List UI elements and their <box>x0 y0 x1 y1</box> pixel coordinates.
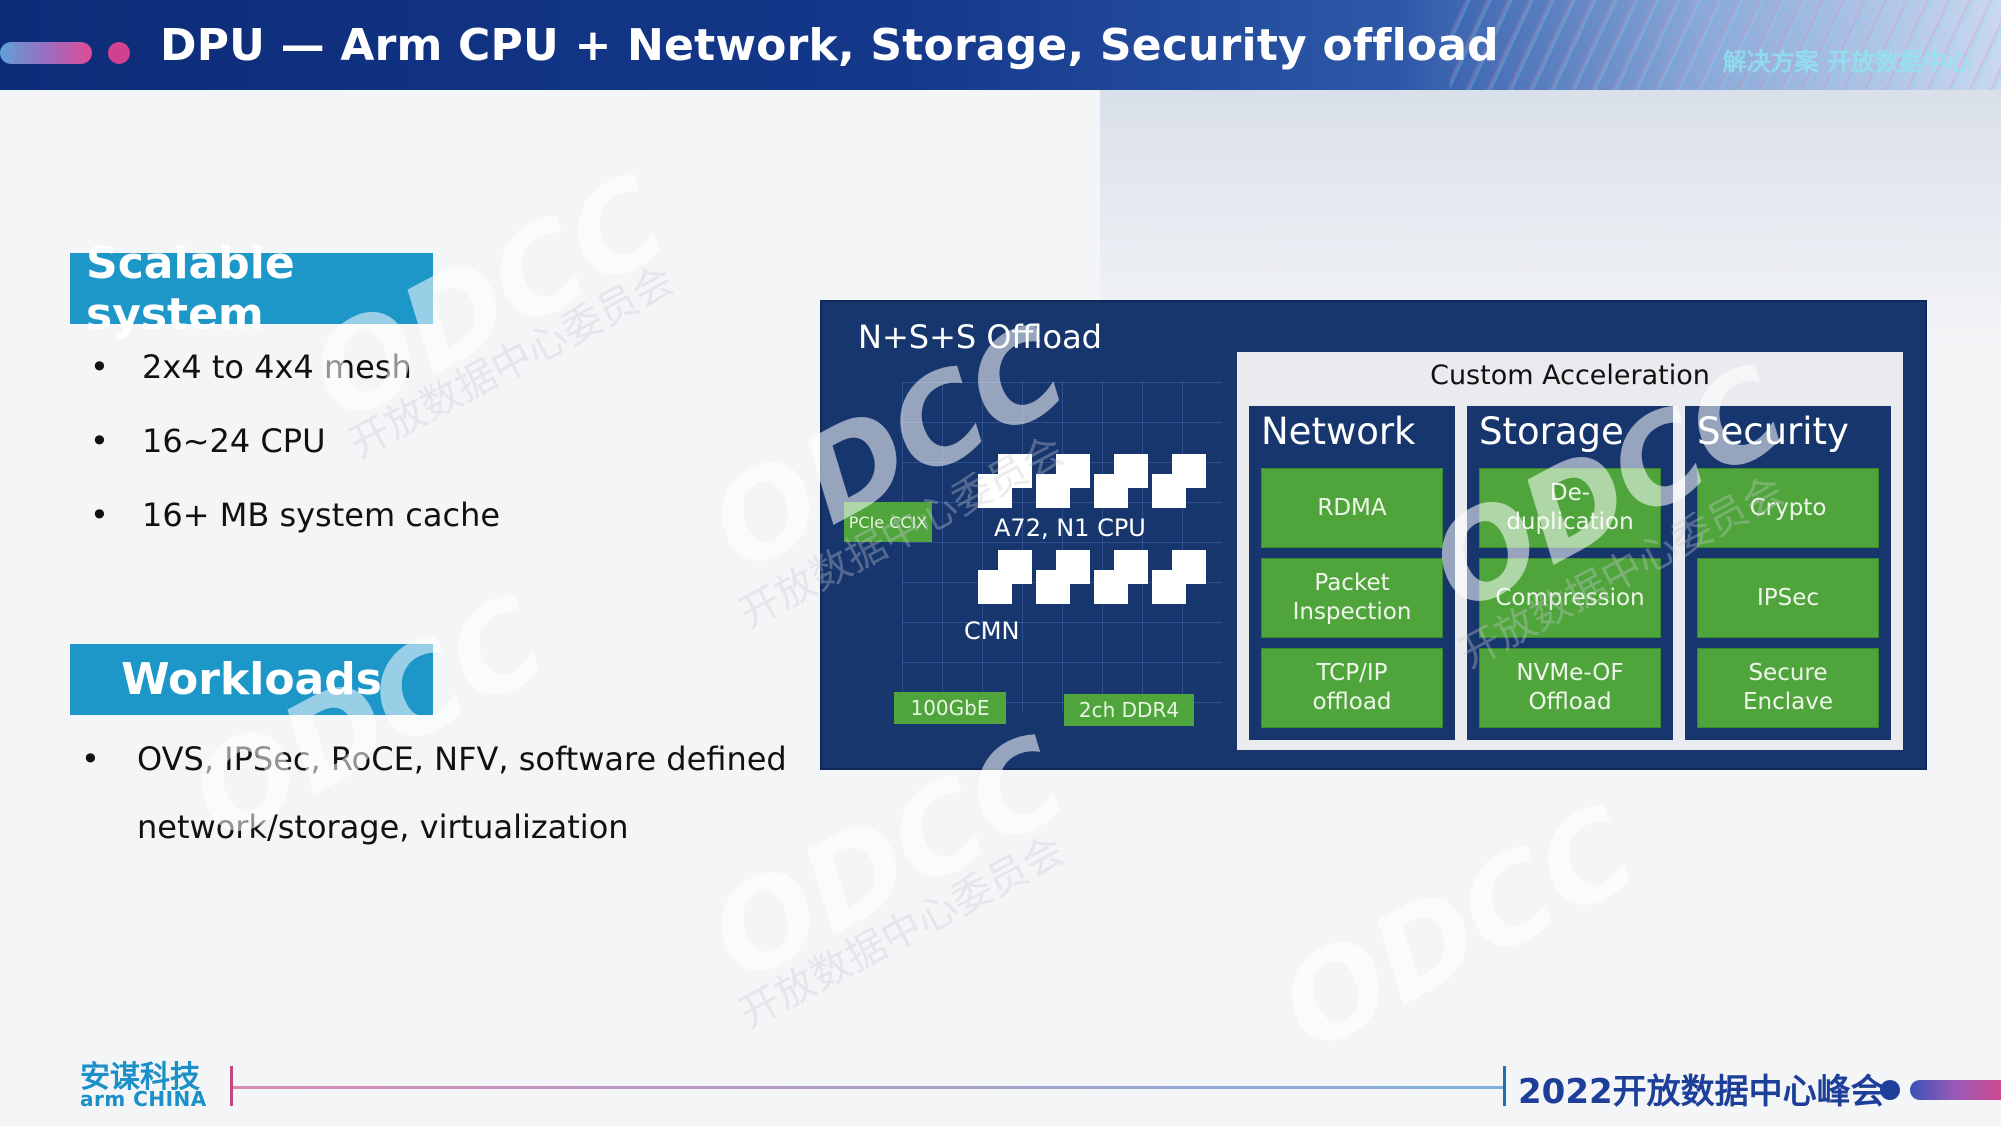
custom-acceleration-panel: Custom Acceleration Network RDMA Packet … <box>1237 352 1903 750</box>
column-title: Storage <box>1479 410 1624 453</box>
bullet-dot: • <box>90 496 109 534</box>
cpu-core-square <box>978 474 1012 508</box>
bullet-text: 16~24 CPU <box>142 422 326 460</box>
odcc-watermark: ODCC <box>1259 779 1659 1080</box>
cpu-core-square <box>1036 474 1070 508</box>
accel-block: Packet Inspection <box>1261 558 1443 638</box>
bullet-dot: • <box>90 348 109 386</box>
bullet-text: 16+ MB system cache <box>142 496 501 534</box>
cpu-core-square <box>1152 474 1186 508</box>
accel-block: Compression <box>1479 558 1661 638</box>
cmn-label: CMN <box>964 617 1020 645</box>
cpu-label: A72, N1 CPU <box>994 514 1146 542</box>
dpu-block-diagram: N+S+S Offload PCIe CCIX A72, N1 CPU CMN … <box>820 300 1927 770</box>
footer-accent-bar <box>1910 1080 2001 1100</box>
header-right-text: 解决方案 开放数据中心 <box>1722 48 1971 76</box>
bullet-item: • OVS, IPSec, RoCE, NFV, software define… <box>81 740 787 778</box>
footer-line <box>233 1086 1503 1089</box>
company-logo-cn: 安谋科技 <box>80 1060 200 1095</box>
header-light-streaks <box>1450 0 2001 90</box>
pcie-ccix-block: PCIe CCIX <box>844 502 932 542</box>
company-logo-en: arm CHINA <box>80 1087 207 1111</box>
cpu-core-square <box>1152 570 1186 604</box>
accel-block: TCP/IP offload <box>1261 648 1443 728</box>
storage-column: Storage De-duplication Compression NVMe-… <box>1467 406 1673 740</box>
workloads-heading: Workloads <box>70 644 433 715</box>
footer-divider-left <box>230 1066 233 1106</box>
cpu-core-square <box>1094 474 1128 508</box>
accel-block: RDMA <box>1261 468 1443 548</box>
slide-title: DPU — Arm CPU + Network, Storage, Securi… <box>160 20 1499 71</box>
bullet-dot: • <box>81 740 100 778</box>
cpu-core-square <box>1094 570 1128 604</box>
cpu-core-square <box>978 570 1012 604</box>
ddr-block: 2ch DDR4 <box>1064 694 1194 726</box>
network-column: Network RDMA Packet Inspection TCP/IP of… <box>1249 406 1455 740</box>
header-accent-bar <box>0 42 92 64</box>
bullet-item: • 2x4 to 4x4 mesh <box>90 348 412 386</box>
cpu-core-square <box>1036 570 1070 604</box>
bullet-text: OVS, IPSec, RoCE, NFV, software defined <box>137 740 787 778</box>
event-name: 2022开放数据中心峰会 <box>1518 1072 1885 1112</box>
accel-block: Crypto <box>1697 468 1879 548</box>
footer-divider-right <box>1503 1066 1506 1106</box>
scalable-system-heading: Scalable system <box>70 238 433 340</box>
accel-block: De-duplication <box>1479 468 1661 548</box>
ethernet-block: 100GbE <box>894 692 1006 724</box>
custom-acceleration-title: Custom Acceleration <box>1430 360 1710 391</box>
bullet-dot: • <box>90 422 109 460</box>
bullet-text: 2x4 to 4x4 mesh <box>142 348 412 386</box>
odcc-watermark-text: 开放数据中心委员会 <box>732 827 1072 1038</box>
bullet-item: • 16~24 CPU <box>90 422 326 460</box>
workloads-continuation: network/storage, virtualization <box>137 808 629 846</box>
header-banner: DPU — Arm CPU + Network, Storage, Securi… <box>0 0 2001 90</box>
bullet-item: • 16+ MB system cache <box>90 496 501 534</box>
diagram-title: N+S+S Offload <box>858 318 1102 356</box>
footer-dot <box>1880 1080 1900 1100</box>
security-column: Security Crypto IPSec Secure Enclave <box>1685 406 1891 740</box>
accel-block: IPSec <box>1697 558 1879 638</box>
accel-block: NVMe-OF Offload <box>1479 648 1661 728</box>
mesh-grid <box>902 382 1222 712</box>
column-title: Network <box>1261 410 1416 453</box>
column-title: Security <box>1697 410 1849 453</box>
accel-block: Secure Enclave <box>1697 648 1879 728</box>
header-accent-dot <box>108 42 130 64</box>
